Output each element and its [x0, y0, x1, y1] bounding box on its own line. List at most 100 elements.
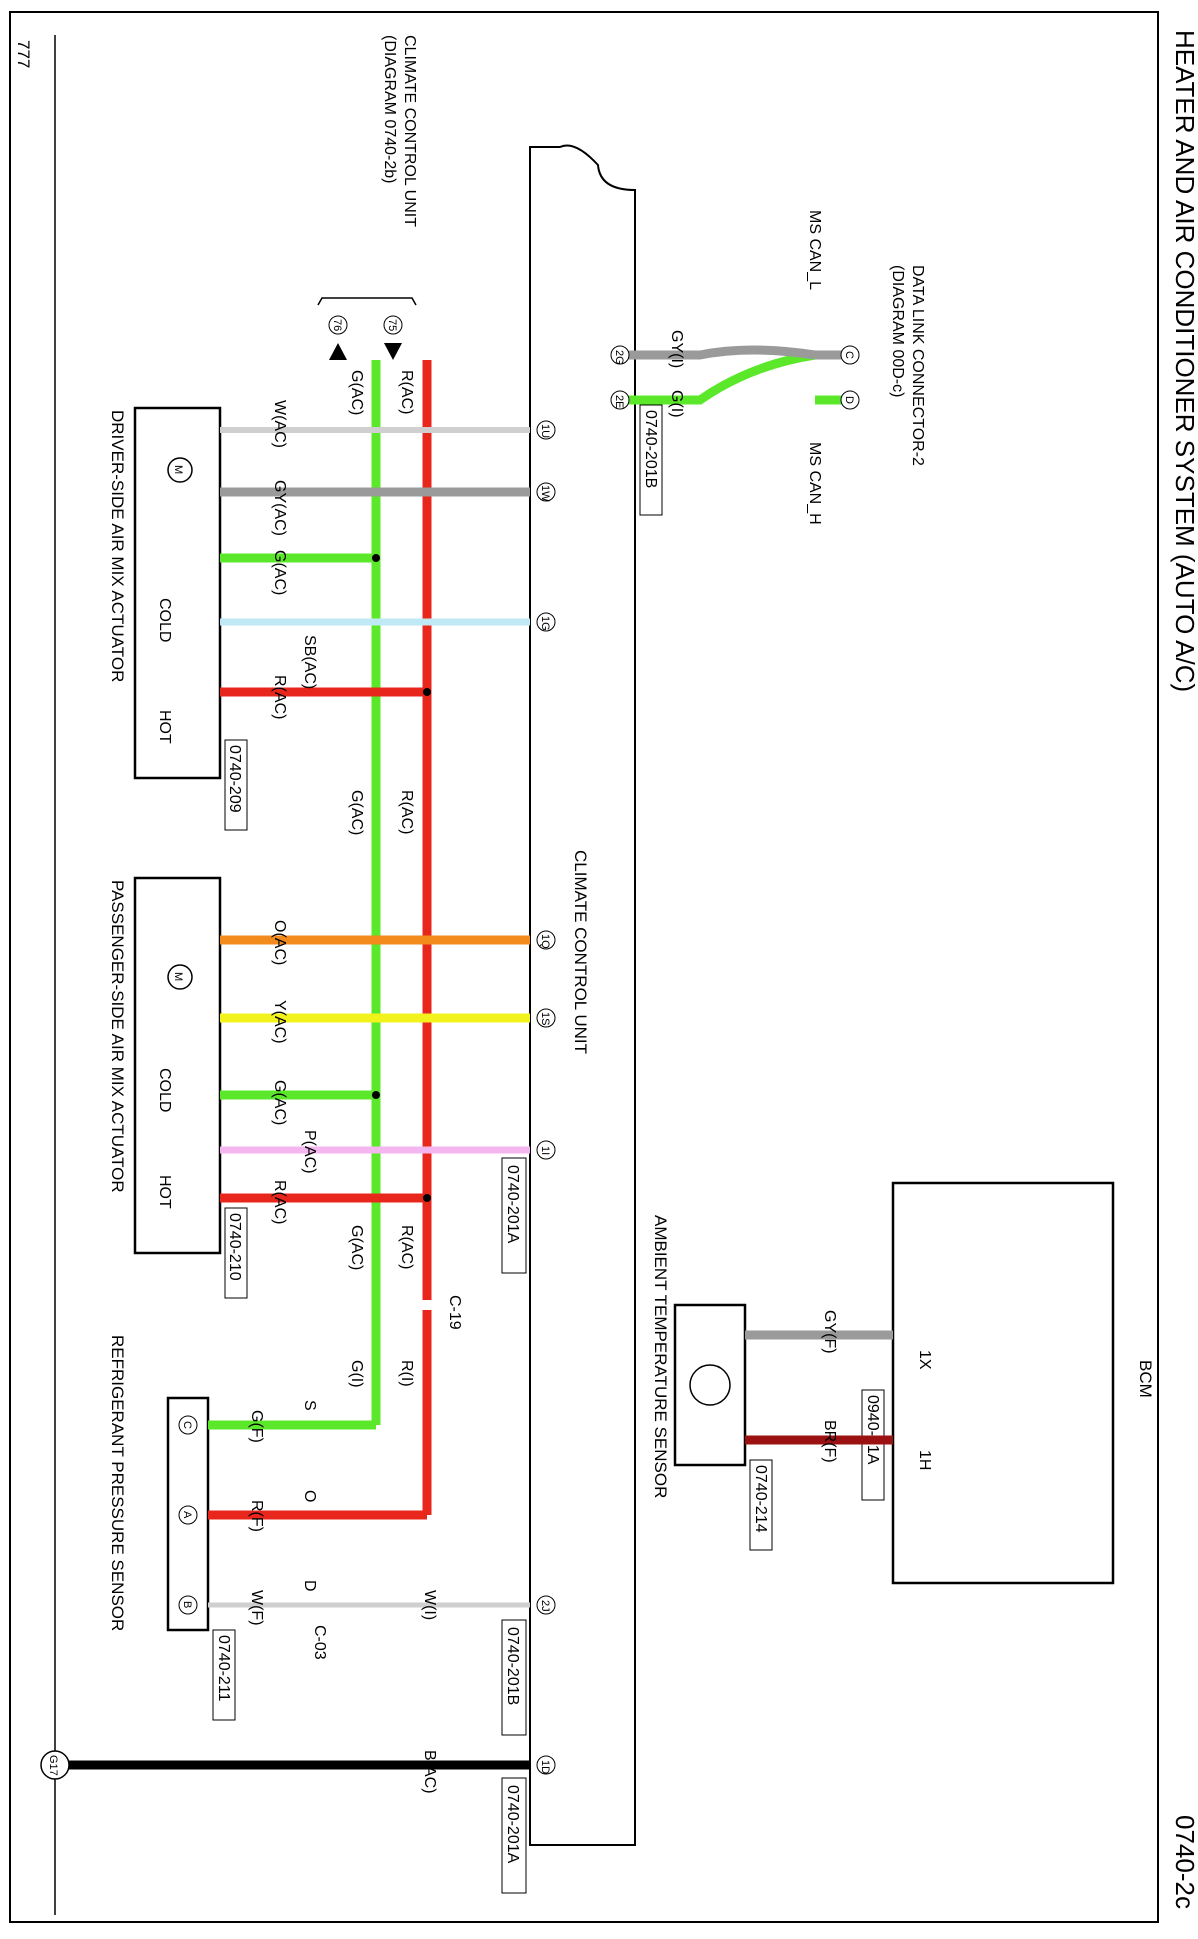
svg-text:R(AC): R(AC) [398, 1225, 415, 1269]
svg-text:G(I): G(I) [348, 1360, 365, 1388]
svg-text:0740-214: 0740-214 [752, 1465, 769, 1533]
ccu-ref-line2: (DIAGRAM 0740-2b) [381, 35, 398, 184]
wire-gy-can [620, 345, 816, 360]
arrow-down-75 [384, 343, 402, 360]
ccu-ref-bracket [317, 297, 417, 306]
svg-text:0740-211: 0740-211 [215, 1635, 232, 1702]
svg-text:G(I): G(I) [668, 390, 685, 418]
svg-text:G(AC): G(AC) [271, 1080, 288, 1125]
pin-75 [383, 315, 403, 335]
svg-text:1U: 1U [539, 424, 551, 438]
ground-symbol: 777 [14, 40, 33, 68]
svg-text:2J: 2J [539, 1600, 551, 1612]
svg-text:75: 75 [386, 319, 398, 331]
dlc-line2: (DIAGRAM 00D-c) [889, 265, 906, 397]
svg-text:B(AC): B(AC) [421, 1750, 438, 1794]
svg-text:0740-201A: 0740-201A [504, 1785, 521, 1864]
svg-text:BR(F): BR(F) [821, 1420, 838, 1463]
refrig-label: REFRIGERANT PRESSURE SENSOR [108, 1335, 127, 1631]
svg-text:MS CAN_L: MS CAN_L [806, 210, 823, 290]
svg-text:76: 76 [331, 319, 343, 331]
svg-text:1G: 1G [539, 616, 551, 631]
svg-text:0740-201B: 0740-201B [504, 1627, 521, 1705]
driver-label: DRIVER-SIDE AIR MIX ACTUATOR [108, 410, 127, 682]
passenger-motor-icon [167, 964, 193, 990]
page-number: 0740-2c [1170, 1815, 1198, 1909]
svg-text:1I: 1I [539, 1146, 551, 1155]
svg-text:1H: 1H [916, 1450, 933, 1470]
svg-text:A: A [181, 1511, 193, 1519]
svg-text:R(I): R(I) [398, 1360, 415, 1387]
svg-text:G(AC): G(AC) [348, 790, 365, 835]
svg-text:1D: 1D [539, 1760, 551, 1774]
svg-text:R(AC): R(AC) [271, 1180, 288, 1224]
pin-76 [328, 315, 348, 335]
ccu-conn-a2 [501, 1777, 527, 1894]
c03-label: C-03 [311, 1625, 328, 1660]
svg-text:M: M [172, 972, 184, 981]
svg-text:C: C [843, 351, 855, 359]
ccu-conn-a [501, 1157, 527, 1274]
ccu-body [529, 144, 636, 1846]
svg-text:MS CAN_H: MS CAN_H [806, 442, 823, 525]
svg-text:1S: 1S [539, 1012, 551, 1025]
bcm-label: BCM [1136, 1360, 1155, 1398]
svg-text:HOT: HOT [156, 710, 173, 744]
svg-text:SB(AC): SB(AC) [301, 635, 318, 689]
svg-text:1X: 1X [916, 1350, 933, 1370]
passenger-connector [224, 1207, 248, 1299]
svg-text:R(AC): R(AC) [398, 370, 415, 414]
svg-text:W(I): W(I) [421, 1590, 438, 1620]
svg-text:2G: 2G [613, 350, 625, 365]
svg-text:B: B [181, 1601, 193, 1608]
svg-text:S: S [301, 1400, 318, 1411]
arrow-up-76 [329, 343, 347, 360]
svg-text:GY(F): GY(F) [821, 1310, 838, 1354]
svg-text:W(F): W(F) [248, 1590, 265, 1626]
svg-text:C: C [181, 1421, 193, 1429]
svg-text:R(AC): R(AC) [271, 675, 288, 719]
svg-text:1W: 1W [539, 485, 551, 502]
svg-text:0940-01A: 0940-01A [864, 1395, 881, 1465]
svg-text:G(AC): G(AC) [348, 370, 365, 415]
wire-g-can [620, 350, 816, 405]
svg-text:GY(I): GY(I) [668, 330, 685, 368]
svg-text:COLD: COLD [156, 1068, 173, 1112]
svg-text:W(AC): W(AC) [271, 400, 288, 448]
svg-text:O(AC): O(AC) [271, 920, 288, 965]
svg-text:GY(AC): GY(AC) [271, 480, 288, 536]
svg-text:1Q: 1Q [539, 934, 551, 949]
svg-text:R(F): R(F) [248, 1500, 265, 1532]
refrig-connector [212, 1629, 236, 1721]
ccu-conn-b [501, 1619, 527, 1736]
svg-text:Y(AC): Y(AC) [271, 1000, 288, 1044]
svg-text:0740-201A: 0740-201A [504, 1165, 521, 1244]
c19-label: C-19 [446, 1295, 463, 1330]
page-frame [9, 11, 1159, 1923]
page-title: HEATER AND AIR CONDITIONER SYSTEM (AUTO … [1170, 30, 1198, 692]
svg-text:COLD: COLD [156, 598, 173, 642]
svg-text:2E: 2E [613, 395, 625, 408]
svg-text:G17: G17 [47, 1755, 59, 1776]
svg-text:0740-210: 0740-210 [226, 1213, 243, 1281]
ambient-connector [749, 1459, 773, 1551]
svg-text:D: D [301, 1580, 318, 1592]
bcm-box [891, 1181, 1115, 1585]
driver-connector [224, 739, 248, 831]
svg-text:M: M [172, 465, 184, 474]
driver-motor-icon [167, 457, 193, 483]
svg-text:G(AC): G(AC) [348, 1225, 365, 1270]
passenger-label: PASSENGER-SIDE AIR MIX ACTUATOR [108, 880, 127, 1193]
dlc-line1: DATA LINK CONNECTOR-2 [909, 265, 926, 466]
svg-text:G(AC): G(AC) [271, 550, 288, 595]
bcm-connector [861, 1389, 885, 1501]
dlc-connector [639, 404, 663, 516]
ground-g17 [40, 1750, 70, 1780]
thermistor-icon [689, 1364, 731, 1406]
svg-text:HOT: HOT [156, 1175, 173, 1209]
ccu-ref-line1: CLIMATE CONTROL UNIT [401, 35, 418, 227]
svg-text:R(AC): R(AC) [398, 790, 415, 834]
svg-text:G(F): G(F) [248, 1410, 265, 1443]
